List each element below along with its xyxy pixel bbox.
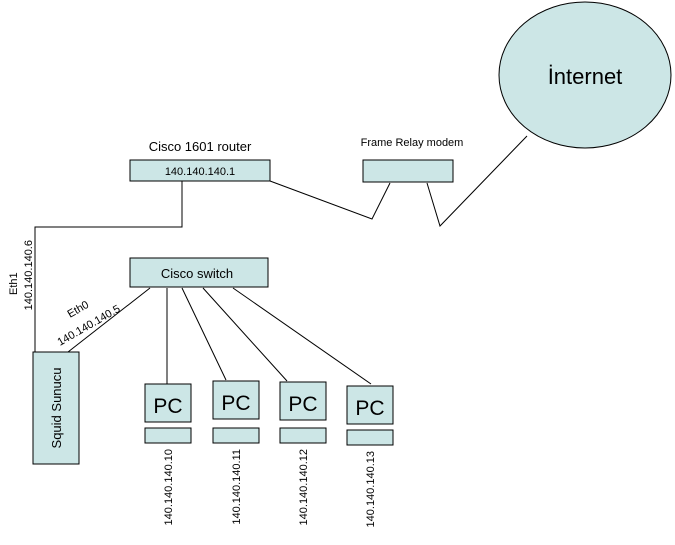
pc-box — [144, 383, 192, 423]
pc-ip: 140.140.140.13 — [365, 451, 377, 527]
pc-box — [279, 381, 327, 421]
connections — [34, 135, 528, 385]
pc-label: PC — [355, 397, 384, 420]
router-title: Cisco 1601 router — [149, 139, 252, 154]
pc-node: PC 140.140.140.12 — [279, 381, 327, 525]
pc-ip: 140.140.140.10 — [163, 449, 175, 525]
pc-label: PC — [288, 393, 317, 416]
modem-box — [362, 159, 454, 183]
pc-node: PC 140.140.140.13 — [346, 385, 394, 527]
pc-box — [212, 380, 260, 420]
router-server-link — [34, 181, 183, 352]
router-ip: 140.140.140.1 — [165, 166, 235, 178]
server-box — [32, 351, 80, 465]
switch-pc3-link — [202, 287, 288, 382]
pc-base — [144, 427, 192, 444]
router-modem-link — [269, 180, 391, 220]
modem-title: Frame Relay modem — [361, 137, 464, 149]
switch-pc2-link — [181, 287, 227, 381]
modem-internet-link — [426, 135, 528, 227]
switch-pc4-link — [232, 287, 372, 385]
internet-node: İnternet — [498, 1, 672, 149]
switch-box — [129, 257, 269, 288]
pc-base — [346, 429, 394, 446]
pc-base — [212, 427, 260, 444]
pc-node: PC 140.140.140.11 — [212, 380, 260, 525]
modem-node: Frame Relay modem — [361, 137, 464, 183]
internet-ellipse — [498, 1, 672, 149]
server-node: Squid Sunucu Eth1 140.140.140.6 Eth0 140… — [8, 240, 122, 465]
internet-label: İnternet — [548, 64, 623, 89]
server-eth1-label: Eth1 — [8, 272, 20, 295]
pc-label: PC — [153, 395, 182, 418]
switch-server-link — [67, 287, 151, 353]
switch-label: Cisco switch — [161, 266, 233, 281]
router-box — [129, 159, 271, 182]
pc-label: PC — [221, 392, 250, 415]
pc-node: PC 140.140.140.10 — [144, 383, 192, 525]
pc-ip: 140.140.140.12 — [298, 449, 310, 525]
server-eth1-ip: 140.140.140.6 — [23, 240, 35, 310]
pc-ip: 140.140.140.11 — [231, 449, 243, 525]
pc-base — [279, 427, 327, 444]
pc-box — [346, 385, 394, 425]
switch-node: Cisco switch — [129, 257, 269, 288]
router-node: Cisco 1601 router 140.140.140.1 — [129, 139, 271, 182]
server-label: Squid Sunucu — [49, 368, 64, 449]
server-eth0-label: Eth0 — [66, 299, 92, 321]
